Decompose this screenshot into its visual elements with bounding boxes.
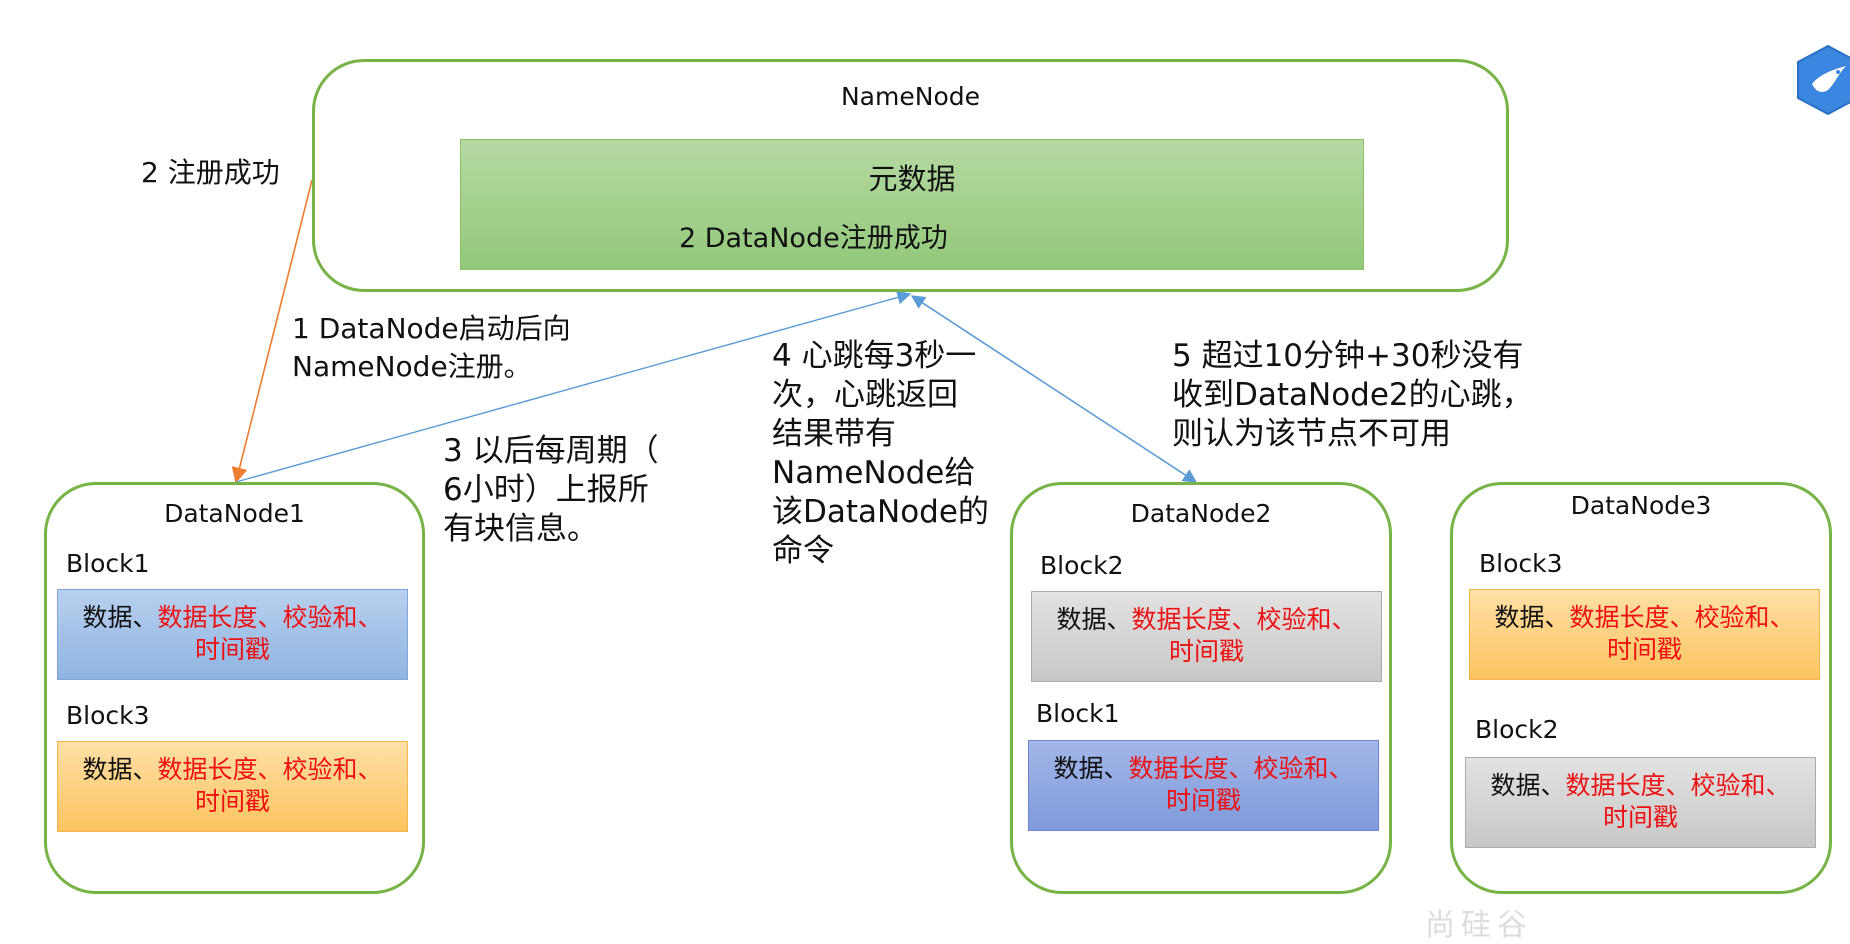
- step1-note: 1 DataNode启动后向 NameNode注册。: [292, 310, 571, 386]
- step4-line5: 该DataNode的: [772, 494, 989, 530]
- step3-note: 3 以后每周期（ 6小时）上报所 有块信息。: [443, 432, 659, 549]
- meta-text-line1: 数据长度、校验和、: [1569, 603, 1795, 632]
- step4-line4: NameNode给: [772, 455, 976, 491]
- data-text: 数据、: [1490, 771, 1566, 800]
- datanode1-box: DataNode1 Block1 数据、数据长度、校验和、 时间戳 Block3…: [44, 482, 425, 894]
- metadata-title: 元数据: [868, 162, 956, 196]
- heartbeat-arrow-to-datanode2: [911, 295, 1198, 483]
- step3-line1: 3 以后每周期（: [443, 433, 659, 469]
- step4-line1: 4 心跳每3秒一: [772, 338, 977, 374]
- data-text: 数据、: [82, 755, 158, 784]
- data-text: 数据、: [1053, 754, 1129, 783]
- datanode2-block1-label: Block1: [1036, 699, 1120, 728]
- arrows-layer: [231, 179, 1198, 484]
- datanode1-block1-box: 数据、数据长度、校验和、 时间戳: [57, 589, 408, 680]
- step5-line3: 则认为该节点不可用: [1172, 416, 1451, 452]
- metadata-box: 元数据 2 DataNode注册成功: [460, 139, 1364, 270]
- meta-text-line2: 时间戳: [1165, 786, 1241, 815]
- namenode-box: NameNode 元数据 2 DataNode注册成功: [312, 59, 1509, 292]
- meta-text-line1: 数据长度、校验和、: [1565, 771, 1791, 800]
- step3-line3: 有块信息。: [443, 511, 598, 547]
- data-text: 数据、: [82, 603, 158, 632]
- meta-text-line2: 时间戳: [1168, 637, 1244, 666]
- step4-line2: 次，心跳返回: [772, 377, 958, 413]
- watermark-text: 尚硅谷: [1425, 908, 1533, 943]
- datanode3-title: DataNode3: [1570, 491, 1712, 520]
- meta-text-line2: 时间戳: [194, 787, 270, 816]
- meta-text-line1: 数据长度、校验和、: [1128, 754, 1354, 783]
- meta-text-line2: 时间戳: [194, 635, 270, 664]
- register-success-label: 2 注册成功: [141, 156, 280, 189]
- step4-note: 4 心跳每3秒一 次，心跳返回 结果带有 NameNode给 该DataNode…: [772, 337, 989, 571]
- step5-note: 5 超过10分钟+30秒没有 收到DataNode2的心跳， 则认为该节点不可用: [1172, 337, 1533, 454]
- datanode1-block3-box: 数据、数据长度、校验和、 时间戳: [57, 741, 408, 832]
- datanode2-title: DataNode2: [1130, 499, 1272, 528]
- meta-text-line1: 数据长度、校验和、: [1131, 605, 1357, 634]
- step4-line6: 命令: [772, 533, 834, 569]
- step4-line3: 结果带有: [772, 416, 896, 452]
- step1-line2: NameNode注册。: [292, 350, 532, 383]
- step1-line1: 1 DataNode启动后向: [292, 312, 571, 345]
- data-text: 数据、: [1494, 603, 1570, 632]
- step3-line2: 6小时）上报所: [443, 472, 649, 508]
- datanode2-box: DataNode2 Block2 数据、数据长度、校验和、 时间戳 Block1…: [1010, 482, 1392, 894]
- meta-text-line1: 数据长度、校验和、: [157, 603, 383, 632]
- step5-line2: 收到DataNode2的心跳，: [1172, 377, 1533, 413]
- datanode2-block2-label: Block2: [1040, 551, 1124, 580]
- register-arrow: [231, 179, 313, 484]
- datanode3-block2-label: Block2: [1475, 715, 1559, 744]
- datanode2-block2-box: 数据、数据长度、校验和、 时间戳: [1031, 591, 1382, 682]
- bird-shield-icon: [1792, 44, 1850, 116]
- data-text: 数据、: [1056, 605, 1132, 634]
- report-arrow: [235, 290, 912, 483]
- meta-text-line1: 数据长度、校验和、: [157, 755, 383, 784]
- datanode2-block1-box: 数据、数据长度、校验和、 时间戳: [1028, 740, 1379, 831]
- meta-text-line2: 时间戳: [1606, 635, 1682, 664]
- namenode-title: NameNode: [840, 82, 980, 111]
- datanode1-block1-label: Block1: [66, 549, 150, 578]
- datanode3-block2-box: 数据、数据长度、校验和、 时间戳: [1465, 757, 1816, 848]
- datanode3-block3-box: 数据、数据长度、校验和、 时间戳: [1469, 589, 1820, 680]
- meta-text-line2: 时间戳: [1602, 803, 1678, 832]
- datanode1-block3-label: Block3: [66, 701, 150, 730]
- datanode3-box: DataNode3 Block3 数据、数据长度、校验和、 时间戳 Block2…: [1450, 482, 1832, 894]
- datanode1-title: DataNode1: [164, 499, 305, 528]
- step5-line1: 5 超过10分钟+30秒没有: [1172, 338, 1524, 374]
- metadata-subtext: 2 DataNode注册成功: [679, 223, 948, 254]
- datanode3-block3-label: Block3: [1479, 549, 1563, 578]
